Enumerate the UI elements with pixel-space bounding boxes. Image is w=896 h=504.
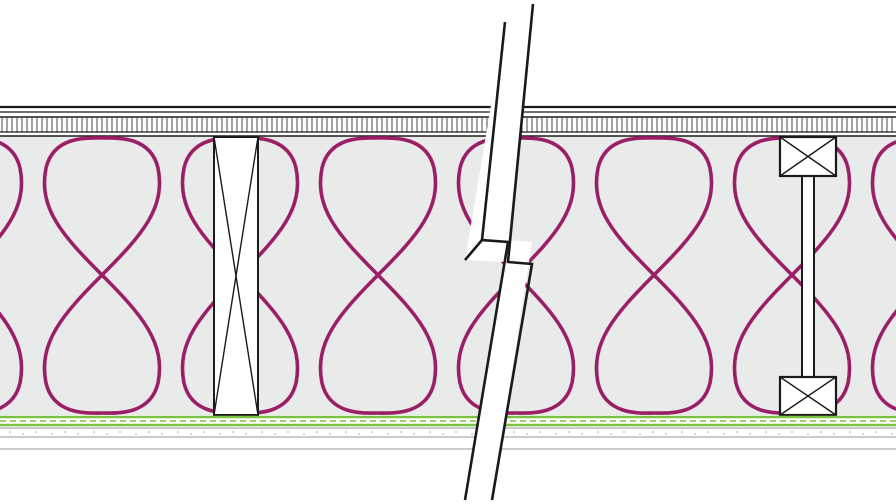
interior-lining	[0, 427, 896, 450]
insulation-loop	[594, 136, 714, 415]
mineral-wool-insulation	[0, 136, 896, 415]
insulation-loop	[318, 136, 438, 415]
top-board	[0, 105, 896, 118]
insulation-loop	[732, 136, 852, 415]
solid-timber-stud	[213, 136, 259, 416]
i-joist	[778, 135, 838, 417]
insulation-loop	[0, 140, 24, 411]
insulation-loop	[870, 140, 896, 411]
section-break-line	[463, 3, 535, 501]
vapour-control-membrane	[0, 415, 896, 427]
insulation-loop	[42, 136, 162, 415]
batten-layer	[0, 118, 896, 137]
